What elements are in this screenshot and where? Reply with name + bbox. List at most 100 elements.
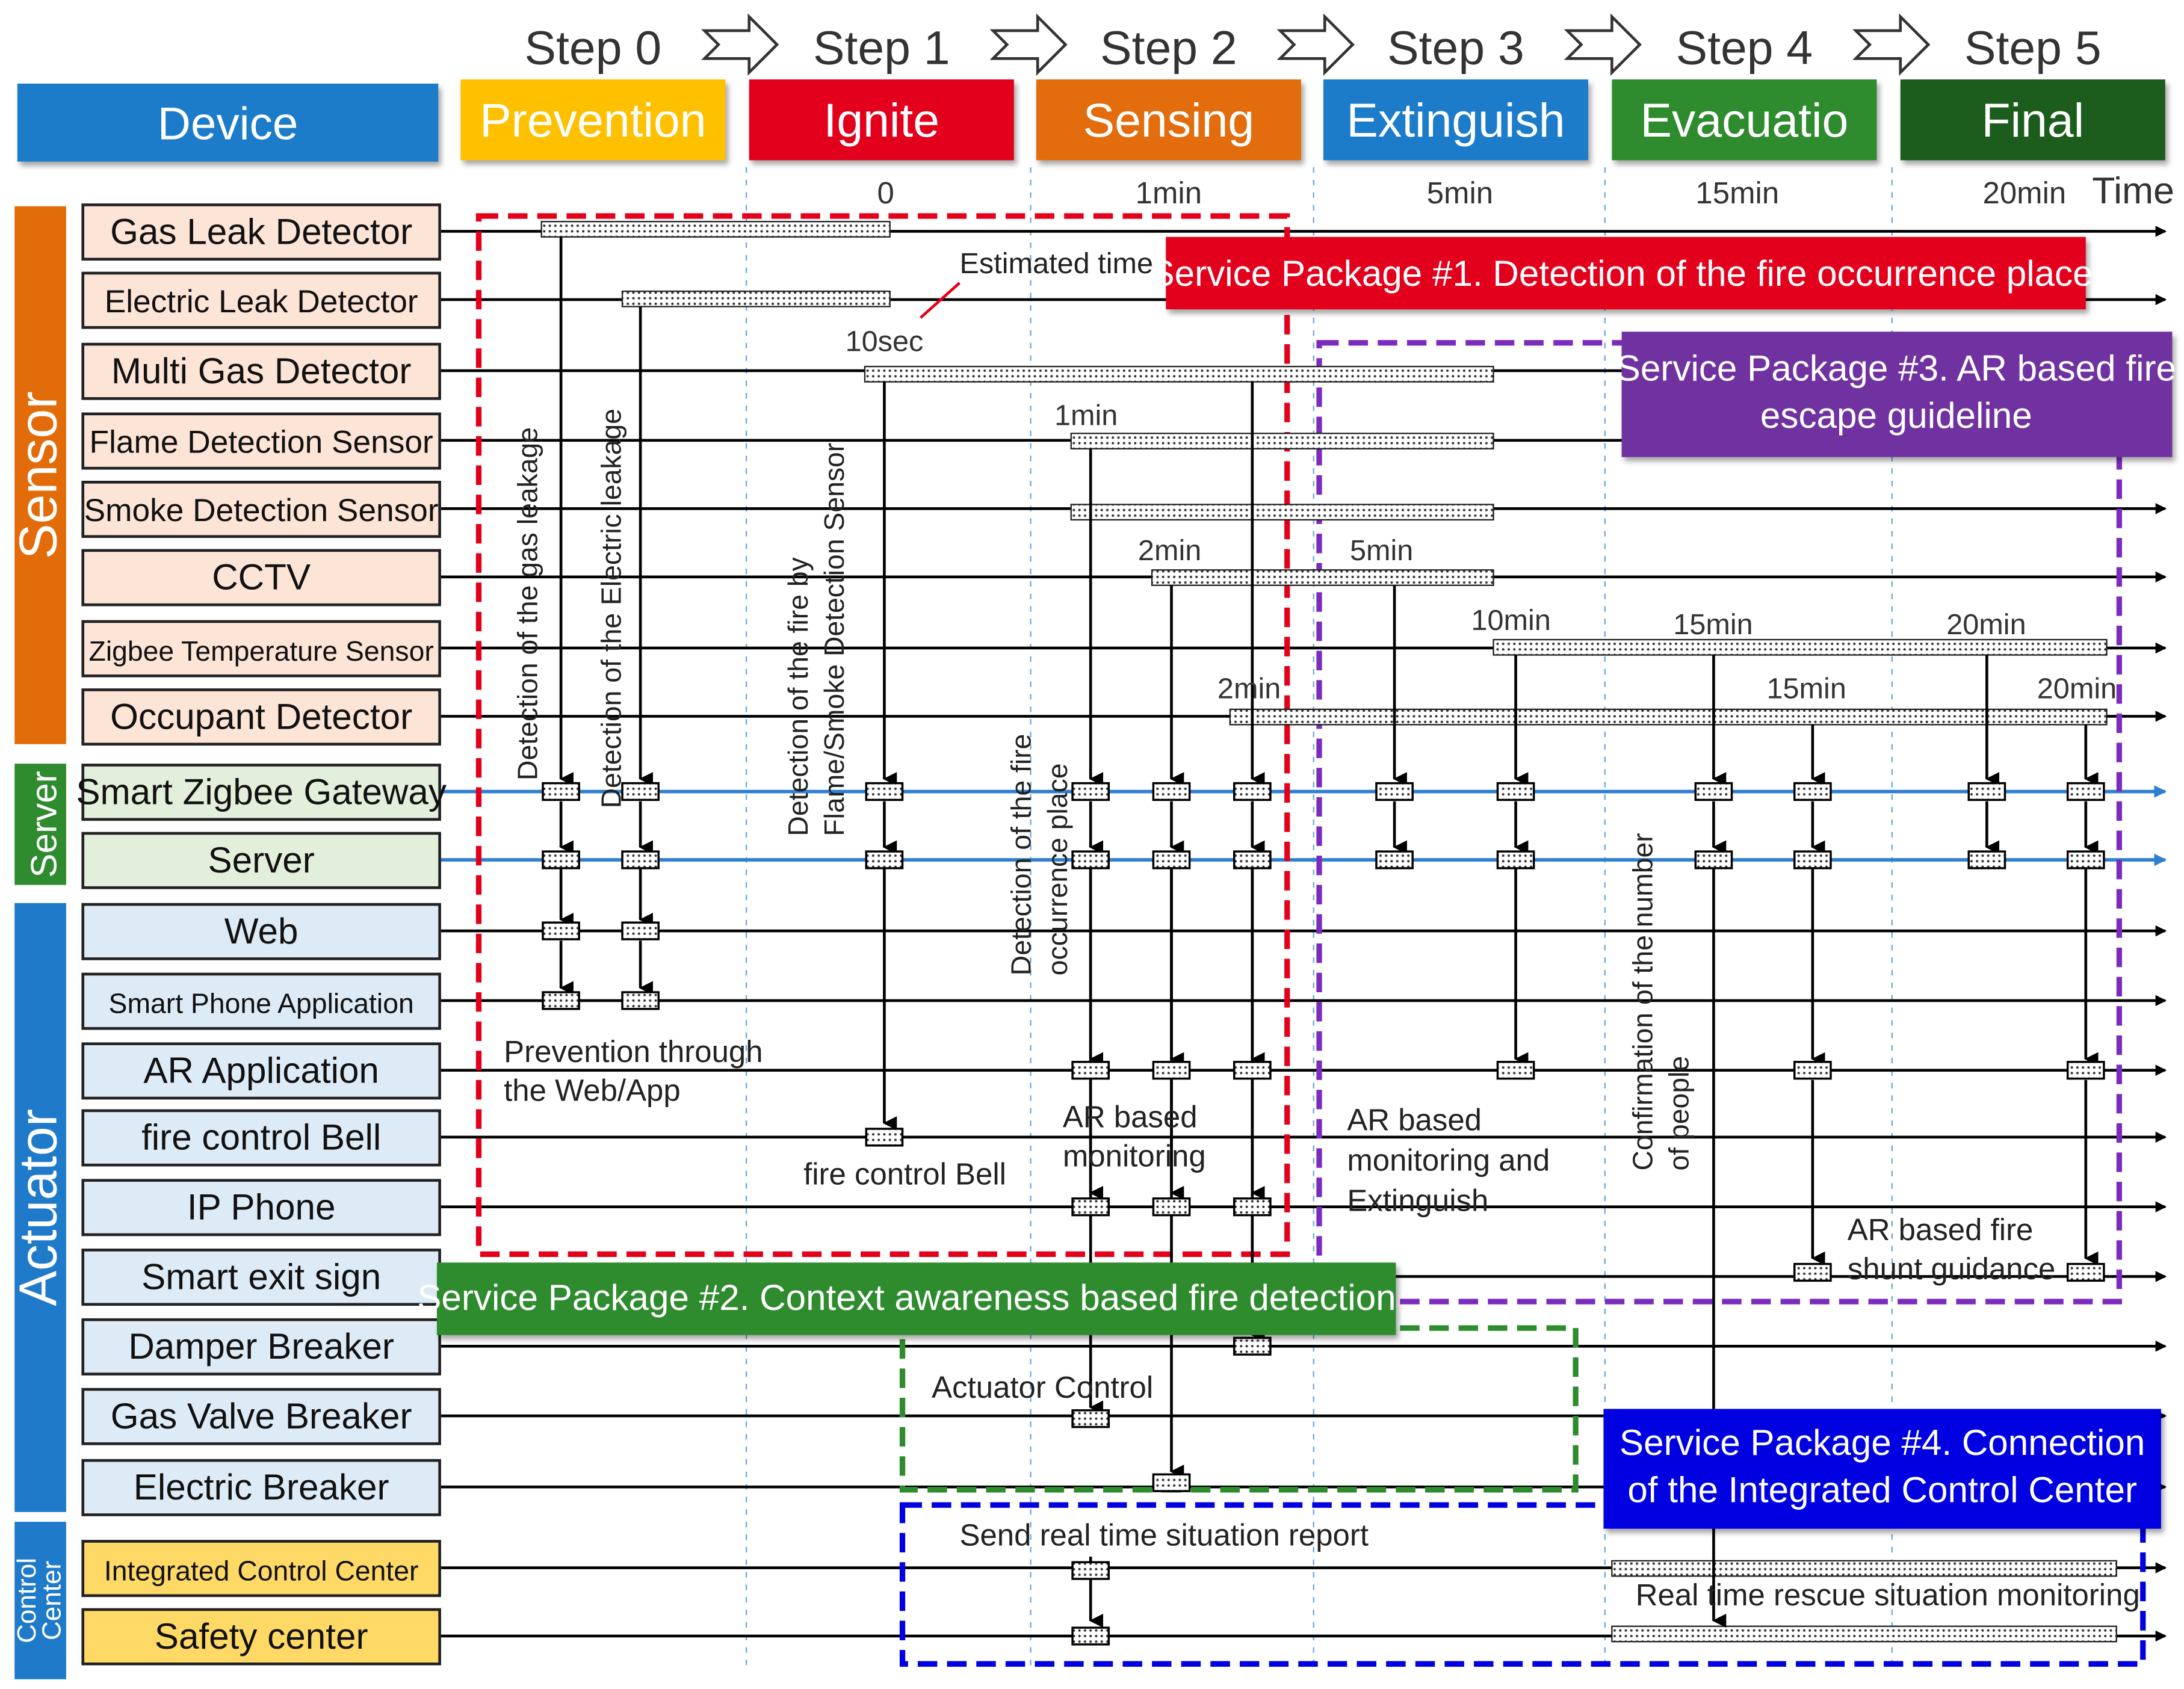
category-label: Server [23, 771, 64, 877]
phase-box [460, 79, 726, 161]
category-label: Sensor [8, 391, 68, 559]
step-label: Step 0 [525, 22, 662, 75]
event-node [542, 921, 580, 940]
device-box [81, 972, 441, 1030]
annotation-estimated-time: Estimated time [959, 247, 1153, 280]
device-label: Electric Breaker [134, 1466, 389, 1507]
device-box [81, 903, 441, 960]
device-box [81, 1388, 441, 1445]
device-label: Integrated Control Center [104, 1555, 419, 1586]
estimated-time-bar [1070, 504, 1494, 521]
device-label: fire control Bell [141, 1117, 381, 1158]
event-node [1793, 1262, 1832, 1282]
device-box [81, 1249, 441, 1306]
event-node [1793, 850, 1832, 869]
category-label: Actuator [8, 1109, 68, 1306]
event-node [1071, 850, 1110, 869]
device-label: Smart Phone Application [109, 988, 414, 1019]
device-label: CCTV [212, 557, 311, 597]
device-label: Damper Breaker [128, 1326, 394, 1366]
vertical-label: Detection of the gas leakage [512, 427, 543, 780]
event-node [1496, 850, 1535, 869]
estimated-time-bar [864, 365, 1494, 383]
annotation-time: 15min [1766, 672, 1846, 705]
vertical-labels: Detection of the gas leakage Detection o… [512, 409, 1695, 1170]
event-node [2066, 782, 2105, 801]
event-node [865, 850, 904, 869]
device-label: Safety center [155, 1616, 368, 1657]
event-node [1152, 1473, 1191, 1492]
step-label: Step 5 [1964, 22, 2102, 75]
device-box [81, 688, 441, 746]
device-label: IP Phone [187, 1187, 336, 1227]
event-node [1233, 1197, 1272, 1217]
annotation-time: 1min [1054, 399, 1118, 431]
event-nodes [542, 782, 2105, 1646]
annotations: Estimated time 10sec 1min 2min 5min 10mi… [504, 247, 2140, 1612]
event-node [1375, 850, 1414, 869]
estimated-time-bar [1611, 1560, 2117, 1577]
phase-label: Ignite [823, 94, 939, 147]
event-node [1496, 1061, 1535, 1080]
device-box [81, 412, 441, 470]
annotation-actuator-control: Actuator Control [932, 1370, 1153, 1404]
step-label: Step 3 [1387, 22, 1524, 75]
device-label: Multi Gas Detector [111, 350, 412, 391]
device-label: Electric Leak Detector [105, 284, 418, 320]
device-box [81, 203, 441, 261]
device-box [81, 271, 441, 329]
annotation-time: 5min [1350, 534, 1413, 567]
time-tick-label: 0 [877, 176, 894, 210]
event-node [1152, 782, 1191, 801]
event-node [2066, 1262, 2105, 1282]
step-arrow-icon [989, 13, 1068, 76]
event-node [1375, 782, 1414, 801]
event-node [542, 850, 580, 869]
phase-box [1036, 79, 1301, 161]
time-tick-label: 1min [1136, 176, 1202, 210]
category-bar [14, 764, 66, 885]
device-label: Server [208, 839, 314, 880]
service-package-4-frame [899, 1502, 2146, 1667]
event-node [1071, 782, 1110, 801]
phase-label: Final [1981, 94, 2084, 147]
device-box [81, 342, 441, 400]
device-label: Smoke Detection Sensor [84, 493, 439, 528]
event-node [1233, 850, 1272, 869]
time-axis-label: Time [2092, 170, 2174, 212]
event-node [1071, 1409, 1110, 1428]
device-label: Zigbee Temperature Sensor [89, 635, 434, 667]
event-node [1967, 850, 2006, 869]
category-bar [14, 1522, 66, 1679]
vertical-label: Detection of the Electric leakage [596, 409, 627, 808]
device-box [81, 481, 441, 538]
estimated-time-bar [1070, 433, 1494, 449]
step-label: Step 2 [1100, 22, 1237, 75]
event-node [621, 850, 660, 869]
estimated-time-bar [540, 221, 891, 238]
event-node [1152, 850, 1191, 869]
phase-label: Evacuatio [1641, 94, 1849, 147]
estimated-time-leader [920, 282, 961, 319]
time-tick-label: 20min [1983, 176, 2067, 210]
device-label: Web [224, 910, 299, 951]
device-box [81, 1109, 441, 1167]
category-label: ControlCenter [12, 1558, 67, 1643]
event-node [621, 991, 660, 1010]
step-arrow-icon [1564, 13, 1642, 76]
event-node [1152, 1197, 1191, 1217]
event-node [1496, 782, 1535, 801]
service-package-1-title: Service Package #1. Detection of the fir… [1151, 236, 2093, 310]
device-label: Flame Detection Sensor [90, 425, 433, 460]
estimated-time-bars [540, 221, 2117, 1643]
